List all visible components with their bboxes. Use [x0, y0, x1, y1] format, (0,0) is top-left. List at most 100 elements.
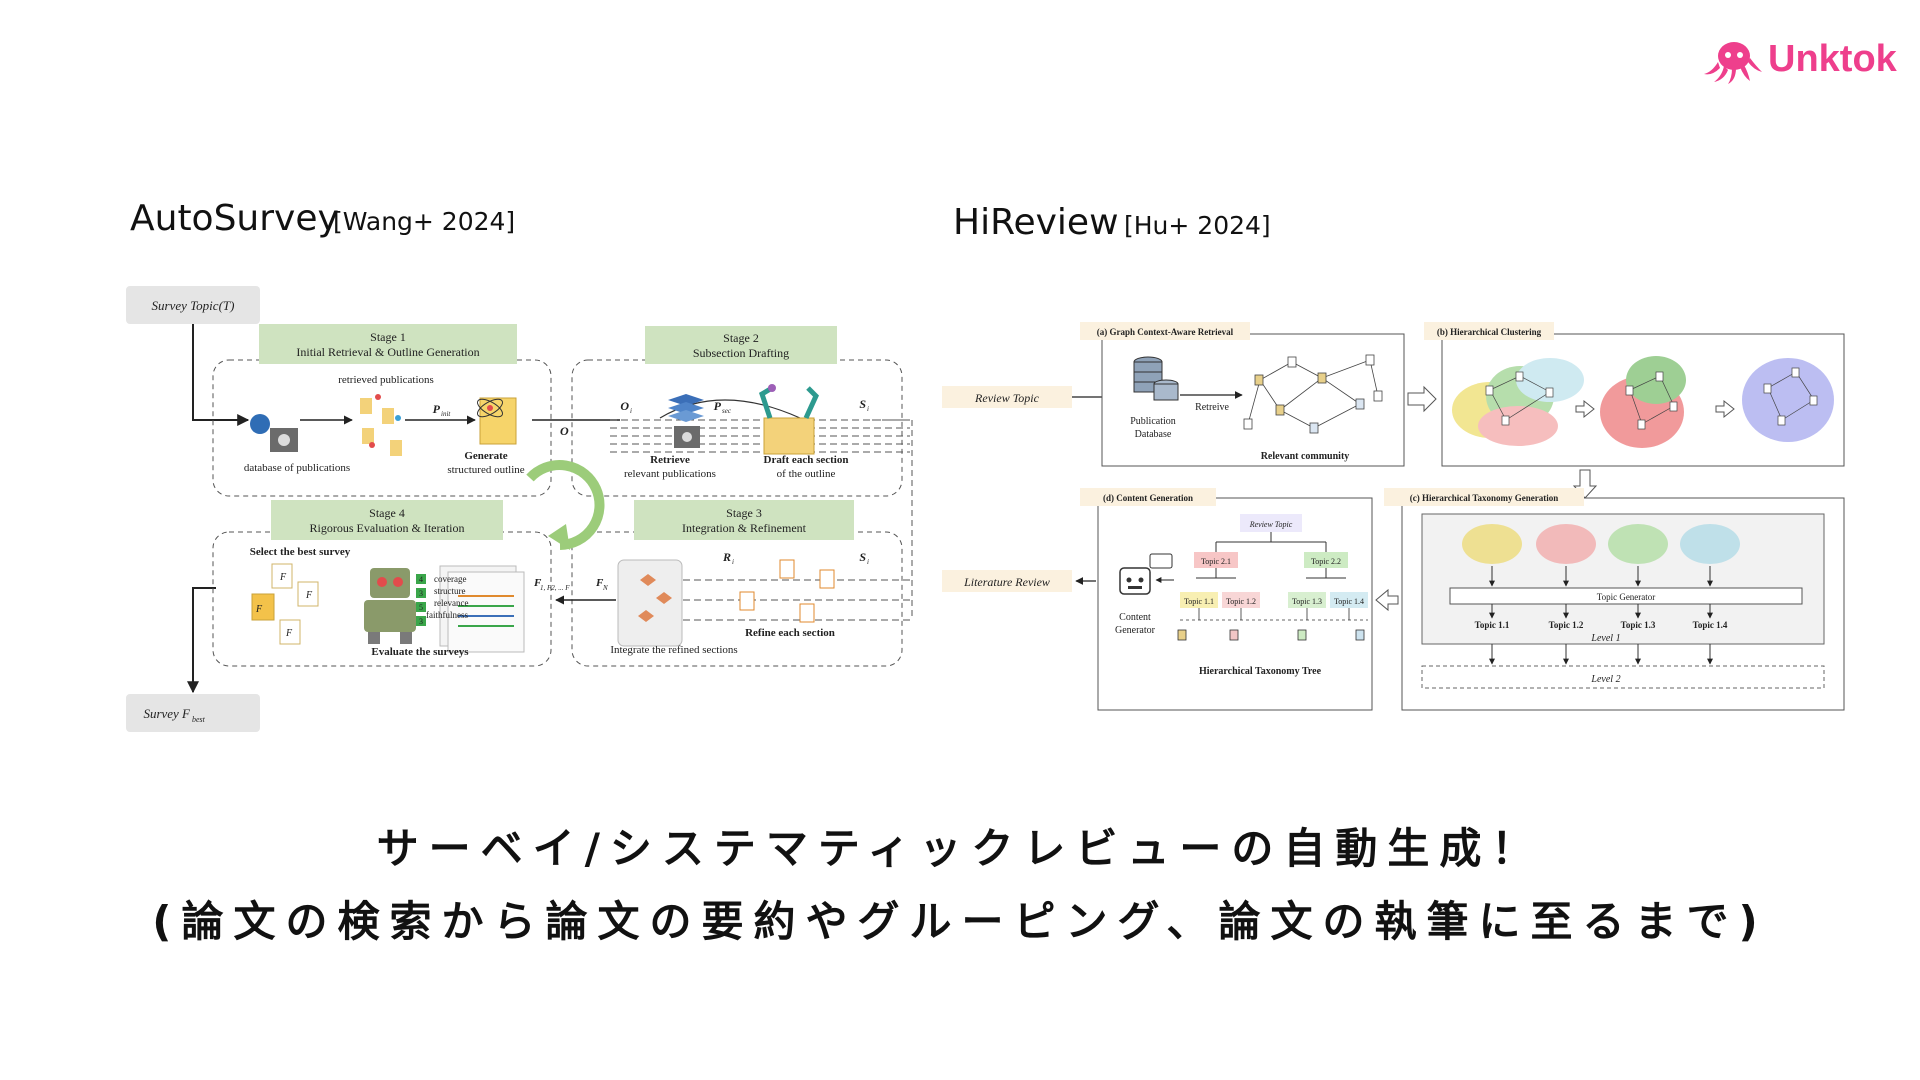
fn-n-label: F: [595, 577, 604, 589]
dashed-return-lines: [639, 577, 910, 623]
criteria-coverage: coverage: [434, 574, 466, 584]
content-generator-robot-icon: [1119, 553, 1173, 595]
leaf-topic-3-label: Topic 1.3: [1292, 597, 1322, 606]
cluster-blobs-1: [1452, 358, 1584, 446]
stage3-head: Stage 3: [726, 506, 762, 520]
leaf-topic-2: [1222, 592, 1260, 608]
citation-graph-icon: [1243, 354, 1383, 434]
draft-label: Draft each section: [764, 454, 849, 466]
generate-label: Generate: [464, 450, 507, 462]
topic-generator-label: Topic Generator: [1597, 592, 1656, 602]
gen-topic-1: Topic 1.1: [1475, 620, 1510, 630]
ri-sub: i: [732, 558, 734, 566]
leaf-topic-1: [1180, 592, 1218, 608]
stage2-sub: Subsection Drafting: [693, 346, 789, 360]
autosurvey-title: AutoSurvey: [130, 198, 339, 239]
relevant-pubs-label: relevant publications: [624, 468, 716, 480]
retrieve-stack-icon: [668, 394, 704, 448]
tree-root-box: [1240, 514, 1302, 532]
gen-topic-3: Topic 1.3: [1621, 620, 1656, 630]
panel-d-tag: [1080, 488, 1216, 506]
stage4-sub: Rigorous Evaluation & Iteration: [310, 521, 465, 535]
hireview-diagram: Review Topic Literature Review (a) Graph…: [942, 322, 1845, 711]
structured-outline-label: structured outline: [447, 464, 524, 476]
f1-label: F: [279, 572, 287, 583]
stage2-head: Stage 2: [723, 331, 759, 345]
review-topic-label: Review Topic: [974, 391, 1040, 405]
flow-topic-to-stage1: [192, 324, 250, 426]
tree-caption: Hierarchical Taxonomy Tree: [1199, 666, 1322, 677]
arrow-c-to-d: [1375, 588, 1399, 612]
survey-best-sub: best: [192, 715, 206, 724]
publication-database-icon: [1133, 356, 1179, 401]
content-gen-label-1: Content: [1119, 612, 1151, 623]
select-best-label: Select the best survey: [250, 546, 351, 558]
panel-a-tag: [1080, 322, 1250, 340]
outline-doc-icon: [477, 397, 517, 445]
leaf-topic-4: [1330, 592, 1368, 608]
panel-c-title: (c) Hierarchical Taxonomy Generation: [1410, 493, 1559, 503]
leaf-topic-2-label: Topic 1.2: [1226, 597, 1256, 606]
level2-box: [1421, 665, 1825, 689]
retrieved-pubs-label: retrieved publications: [338, 374, 434, 386]
autosurvey-diagram: Survey Topic(T) Survey F best Stage 1 In…: [126, 286, 913, 732]
fbest-label: F: [255, 604, 263, 615]
stage1-header: [259, 324, 517, 364]
level1-label: Level 1: [1590, 633, 1620, 644]
hireview-ref: [Hu+ 2024]: [1124, 211, 1271, 240]
survey-best-label: Survey F: [143, 706, 191, 721]
flow-stage4-to-output: [187, 587, 216, 694]
score-3: 5: [419, 603, 423, 612]
fnn-label: F: [285, 628, 293, 639]
stage3-header: [634, 500, 854, 540]
pubs-cluster-icon: [360, 394, 402, 456]
stage3-sub: Integration & Refinement: [682, 521, 807, 535]
literature-review-label: Literature Review: [963, 575, 1050, 589]
evaluate-label: Evaluate the surveys: [371, 646, 469, 658]
brand-name: Unktok: [1768, 38, 1897, 80]
pubdb-label-1: Publication: [1130, 416, 1176, 427]
cluster-nodes-1: [1485, 371, 1554, 426]
topic-cluster-3: [1608, 524, 1668, 564]
si2-sub: i: [867, 558, 869, 566]
score-1: 4: [419, 575, 423, 584]
fn-n-sub: N: [602, 584, 608, 592]
cluster-nodes-2: [1625, 371, 1678, 430]
score-badges: [416, 574, 426, 626]
criteria-faithfulness: faithfulness: [426, 610, 468, 620]
integrate-label: Integrate the refined sections: [610, 644, 737, 656]
candidate-surveys-icon: [251, 563, 319, 645]
si-label: S: [859, 397, 866, 411]
leaf-topic-3: [1288, 592, 1326, 608]
draft-robot-arms-icon: [758, 384, 819, 455]
community-label: Relevant community: [1261, 451, 1350, 462]
content-gen-label-2: Generator: [1115, 625, 1156, 636]
survey-best-box: [126, 694, 260, 732]
pubdb-label-2: Database: [1135, 429, 1172, 440]
panel-b-title: (b) Hierarchical Clustering: [1437, 327, 1542, 337]
topic-cluster-1: [1462, 524, 1522, 564]
panel-d-title: (d) Content Generation: [1103, 493, 1193, 503]
autosurvey-ref: [Wang+ 2024]: [333, 207, 516, 236]
panel-c-tag: [1384, 488, 1584, 506]
psec-sub: sec: [722, 407, 732, 415]
caption-line-1: サーベイ/システマティックレビューの自動生成！: [376, 824, 1544, 873]
topic21-box: [1194, 552, 1238, 568]
stage4-head: Stage 4: [369, 506, 405, 520]
refine-label: Refine each section: [745, 627, 835, 639]
arrow-b2-b3: [1715, 399, 1735, 419]
search-icon: [250, 414, 270, 434]
fn-seq: 1, F2, ... F: [540, 584, 570, 592]
topic-generator-box: [1449, 587, 1803, 605]
stage1-head: Stage 1: [370, 330, 406, 344]
si-sub: i: [867, 405, 869, 413]
dashed-stream-lines: [610, 419, 910, 453]
topic-cluster-2: [1536, 524, 1596, 564]
score-4: 3: [419, 617, 423, 626]
hireview-title: HiReview: [953, 202, 1119, 243]
si2-label: S: [859, 550, 866, 564]
cluster-blob-3: [1742, 358, 1834, 442]
leaf-topic-1-label: Topic 1.1: [1184, 597, 1214, 606]
tree-root-label: Review Topic: [1249, 520, 1293, 529]
gen-topic-2: Topic 1.2: [1549, 620, 1584, 630]
